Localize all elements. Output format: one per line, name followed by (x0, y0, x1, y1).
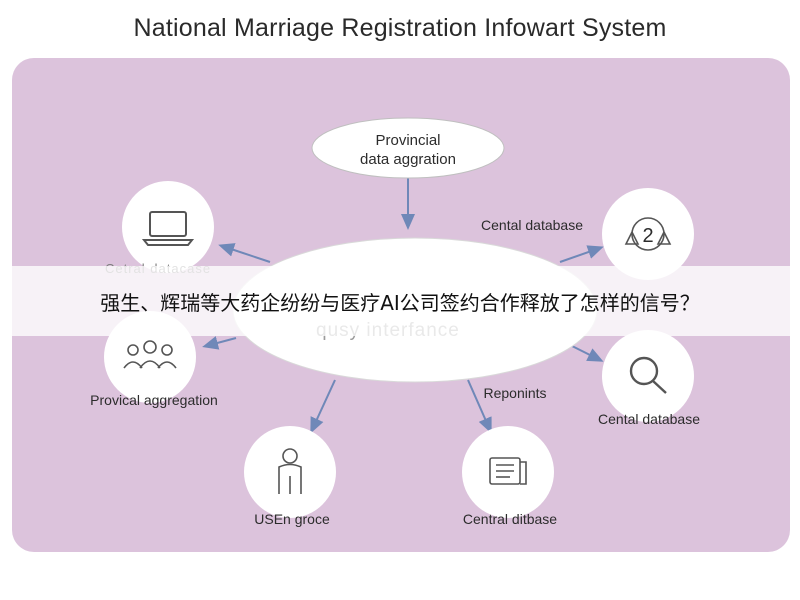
node-mid-right (602, 330, 694, 422)
node-bottom-left-label: USEn groce (254, 511, 330, 527)
node-top (311, 117, 505, 179)
node-bottom-left (244, 426, 336, 518)
node-top-line2: data aggration (360, 151, 456, 168)
arrow-center-to-mid-left (202, 336, 237, 350)
arrow-center-to-top-left (218, 243, 271, 263)
overlay-banner (0, 266, 800, 336)
node-mid-right-label: Cental database (598, 411, 700, 427)
node-top-line1: Provincial (375, 132, 440, 149)
document-icon (489, 457, 527, 485)
edge-label-reponints: Reponints (483, 385, 546, 401)
node-top-right (602, 188, 694, 280)
arrow-center-to-top-right (559, 245, 604, 263)
person-icon (278, 448, 302, 494)
node-top-right-label: Cental database (481, 217, 583, 233)
node-mid-left-label: Provical aggregation (90, 392, 218, 408)
arrow-center-to-bottom-right (467, 379, 492, 434)
number-badge-icon (624, 217, 672, 251)
node-bottom-right (462, 426, 554, 518)
overlay-banner-text: 强生、辉瑞等大药企纷纷与医疗AI公司签约合作释放了怎样的信号？ (100, 291, 700, 315)
diagram-title: National Marriage Registration Infowart … (133, 14, 667, 42)
arrow-center-to-bottom-left (310, 379, 336, 434)
node-top-left (122, 181, 214, 273)
laptop-icon (141, 211, 195, 246)
number-badge-value: 2 (642, 225, 653, 247)
people-group-icon (123, 340, 177, 369)
arrow-center-to-mid-right (569, 344, 604, 362)
node-bottom-right-label: Central ditbase (463, 511, 557, 527)
magnifier-icon (629, 356, 667, 394)
